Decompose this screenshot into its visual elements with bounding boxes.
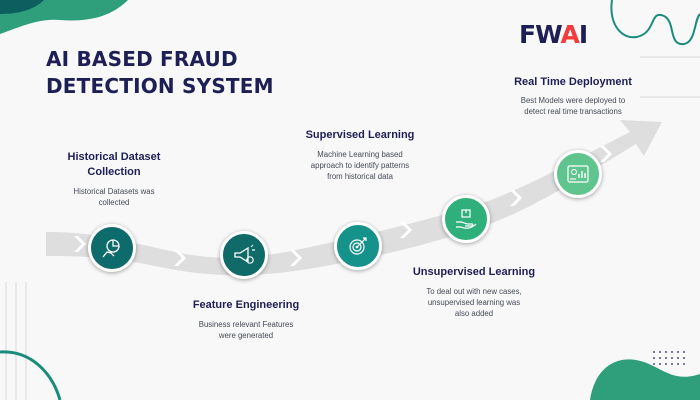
stage-3-description: Machine Learning based approach to ident… <box>310 150 410 181</box>
stage-1-icon-circle <box>88 224 136 272</box>
megaphone-icon <box>234 244 255 264</box>
stage-3-icon-circle <box>334 222 382 270</box>
dashboard-icon <box>567 165 589 183</box>
hand-box-icon <box>456 209 477 229</box>
stage-4-title: Unsupervised Learning <box>412 266 536 278</box>
stage-4-description: To deal out with new cases, unsupervised… <box>426 287 522 318</box>
top-right-swirl <box>610 0 700 46</box>
stage-2-icon-circle <box>220 231 268 279</box>
page-title: AI BASED FRAUD DETECTION SYSTEM <box>46 47 274 98</box>
stage-1-description: Historical Datasets was collected <box>73 187 155 207</box>
target-icon <box>349 237 367 255</box>
stage-2-text: Feature Engineering Business relevant Fe… <box>176 298 316 341</box>
stage-4-icon-circle <box>442 195 490 243</box>
stage-2-description: Business relevant Features were generate… <box>198 320 294 340</box>
stage-5-icon-circle <box>554 150 602 198</box>
dot-grid <box>653 351 685 365</box>
analytics-hand-icon <box>102 239 120 258</box>
fwai-logo: FWAI <box>519 20 588 49</box>
chevron-marks <box>74 146 612 266</box>
stage-4-text: Unsupervised Learning To deal out with n… <box>404 265 544 319</box>
top-left-leaf-shape-dark <box>0 0 44 14</box>
stage-3-text: Supervised Learning Machine Learning bas… <box>290 128 430 182</box>
stage-5-description: Best Models were deployed to detect real… <box>520 96 626 116</box>
stage-1-title: Historical Dataset Collection <box>67 151 161 178</box>
stage-3-title: Supervised Learning <box>305 129 415 141</box>
bottom-left-arc <box>0 350 62 400</box>
bottom-right-leaf-shape <box>590 359 700 400</box>
top-left-leaf-shape <box>0 0 128 34</box>
stage-1-text: Historical Dataset Collection Historical… <box>56 150 172 208</box>
stage-5-text: Real Time Deployment Best Models were de… <box>498 75 648 117</box>
stage-2-title: Feature Engineering <box>192 299 300 311</box>
stage-5-title: Real Time Deployment <box>514 76 632 88</box>
